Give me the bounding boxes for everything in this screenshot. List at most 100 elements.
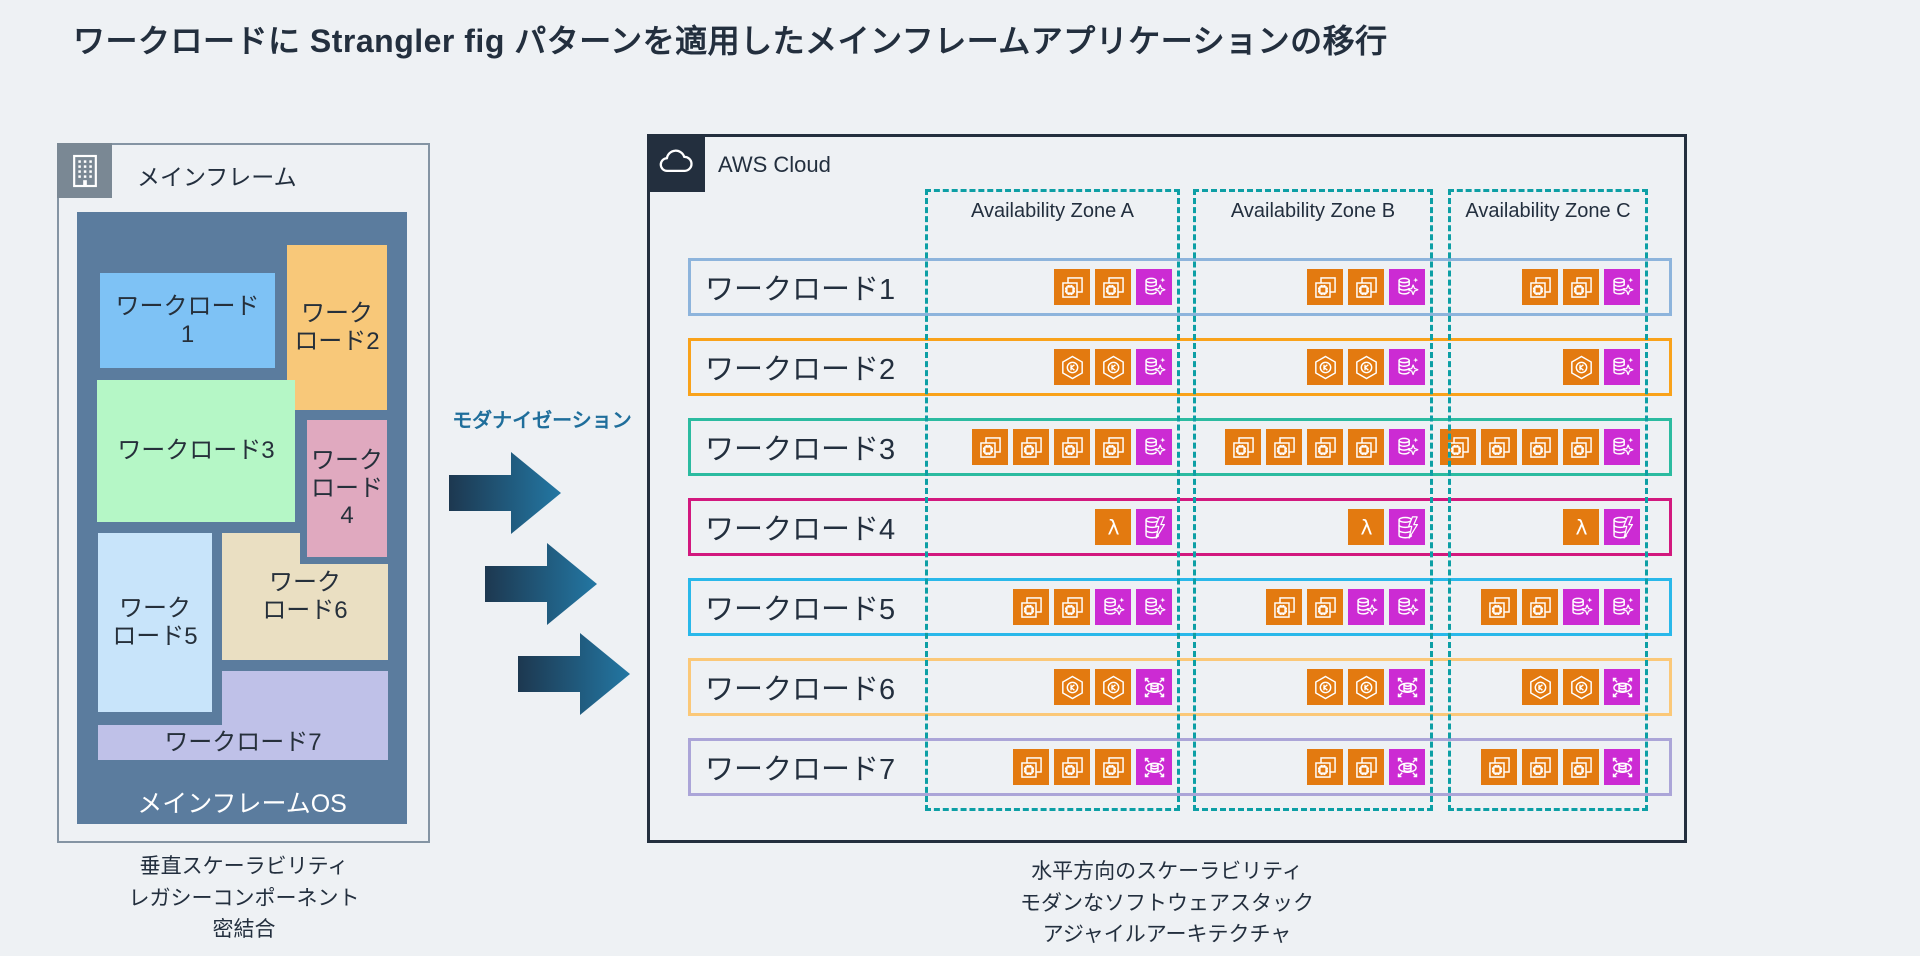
lambda-icon bbox=[1095, 509, 1131, 545]
availability-zone-label: Availability Zone B bbox=[1230, 200, 1396, 222]
ec2-icon bbox=[1095, 429, 1131, 465]
ec2-icon bbox=[1348, 429, 1384, 465]
zone-a-cell bbox=[925, 421, 1180, 473]
workload-row-1: ワークロード1 bbox=[688, 258, 1672, 316]
mainframe-workload-2: ワーク ロード2 bbox=[287, 245, 387, 410]
eks-icon bbox=[1095, 669, 1131, 705]
database-sparkle-icon bbox=[1389, 429, 1425, 465]
database-sparkle-icon bbox=[1136, 269, 1172, 305]
ec2-icon bbox=[1522, 269, 1558, 305]
zone-c-cell bbox=[1440, 421, 1648, 473]
ec2-icon bbox=[1563, 429, 1599, 465]
zone-b-cell bbox=[1193, 261, 1433, 313]
mainframe-workload-7 bbox=[222, 671, 388, 725]
ec2-icon bbox=[1054, 749, 1090, 785]
lambda-icon bbox=[1348, 509, 1384, 545]
ec2-icon bbox=[1054, 589, 1090, 625]
database-sparkle-icon bbox=[1604, 429, 1640, 465]
database-scaling-icon bbox=[1604, 669, 1640, 705]
database-sparkle-icon bbox=[1604, 269, 1640, 305]
database-sparkle-icon bbox=[1604, 349, 1640, 385]
database-sparkle-icon bbox=[1563, 589, 1599, 625]
eks-icon bbox=[1348, 349, 1384, 385]
ec2-icon bbox=[1563, 749, 1599, 785]
eks-icon bbox=[1563, 349, 1599, 385]
workload-row-label: ワークロード5 bbox=[705, 594, 896, 626]
right-arrow-icon bbox=[449, 452, 561, 534]
ec2-icon bbox=[1266, 429, 1302, 465]
workload-row-label: ワークロード1 bbox=[705, 274, 896, 306]
zone-c-cell bbox=[1448, 581, 1648, 633]
mainframe-box: メインフレーム ワークロード 1 ワーク ロード2 ワークロード3 ワーク ロー… bbox=[57, 143, 430, 843]
zone-a-cell bbox=[925, 741, 1180, 793]
ec2-icon bbox=[1522, 429, 1558, 465]
dynamodb-icon bbox=[1604, 509, 1640, 545]
database-sparkle-icon bbox=[1136, 589, 1172, 625]
ec2-icon bbox=[1054, 269, 1090, 305]
ec2-icon bbox=[1307, 749, 1343, 785]
ec2-icon bbox=[1440, 429, 1476, 465]
database-sparkle-icon bbox=[1348, 589, 1384, 625]
ec2-icon bbox=[1095, 269, 1131, 305]
ec2-icon bbox=[1522, 749, 1558, 785]
database-sparkle-icon bbox=[1389, 269, 1425, 305]
lambda-icon bbox=[1563, 509, 1599, 545]
workload-row-6: ワークロード6 bbox=[688, 658, 1672, 716]
workload-row-5: ワークロード5 bbox=[688, 578, 1672, 636]
ec2-icon bbox=[1522, 589, 1558, 625]
workload-row-label: ワークロード6 bbox=[705, 674, 896, 706]
zone-c-cell bbox=[1448, 741, 1648, 793]
zone-c-cell bbox=[1448, 261, 1648, 313]
database-sparkle-icon bbox=[1389, 349, 1425, 385]
mainframe-os-box: ワークロード 1 ワーク ロード2 ワークロード3 ワーク ロード6 ワーク ロ… bbox=[77, 212, 407, 824]
right-arrow-icon bbox=[485, 543, 597, 625]
database-scaling-icon bbox=[1136, 669, 1172, 705]
eks-icon bbox=[1348, 669, 1384, 705]
mainframe-workload-5: ワーク ロード5 bbox=[98, 533, 212, 712]
zone-a-cell bbox=[925, 341, 1180, 393]
zone-a-cell bbox=[925, 661, 1180, 713]
dynamodb-icon bbox=[1136, 509, 1172, 545]
zone-b-cell bbox=[1193, 661, 1433, 713]
database-sparkle-icon bbox=[1136, 349, 1172, 385]
database-scaling-icon bbox=[1136, 749, 1172, 785]
ec2-icon bbox=[972, 429, 1008, 465]
dynamodb-icon bbox=[1389, 509, 1425, 545]
zone-b-cell bbox=[1193, 341, 1433, 393]
eks-icon bbox=[1095, 349, 1131, 385]
mainframe-workload-3: ワークロード3 bbox=[97, 380, 295, 522]
zone-a-cell bbox=[925, 581, 1180, 633]
cloud-icon bbox=[655, 142, 697, 184]
ec2-icon bbox=[1481, 749, 1517, 785]
aws-cloud-label: AWS Cloud bbox=[718, 152, 831, 177]
availability-zone-label: Availability Zone C bbox=[1465, 200, 1631, 222]
database-sparkle-icon bbox=[1136, 429, 1172, 465]
mainframe-workload-6: ワーク ロード6 bbox=[222, 533, 388, 660]
modernization-label: モダナイゼーション bbox=[452, 410, 632, 432]
ec2-icon bbox=[1307, 269, 1343, 305]
eks-icon bbox=[1054, 669, 1090, 705]
workload-row-label: ワークロード7 bbox=[705, 754, 896, 786]
zone-b-cell bbox=[1193, 581, 1433, 633]
zone-a-cell bbox=[925, 261, 1180, 313]
workload-row-label: ワークロード2 bbox=[705, 354, 896, 386]
ec2-icon bbox=[1348, 269, 1384, 305]
ec2-icon bbox=[1481, 589, 1517, 625]
mainframe-label: メインフレーム bbox=[137, 164, 297, 190]
workload-row-2: ワークロード2 bbox=[688, 338, 1672, 396]
database-scaling-icon bbox=[1604, 749, 1640, 785]
eks-icon bbox=[1307, 349, 1343, 385]
ec2-icon bbox=[1563, 269, 1599, 305]
ec2-icon bbox=[1307, 589, 1343, 625]
database-sparkle-icon bbox=[1604, 589, 1640, 625]
database-scaling-icon bbox=[1389, 669, 1425, 705]
zone-c-cell bbox=[1448, 501, 1648, 553]
zone-b-cell bbox=[1193, 741, 1433, 793]
workload-row-label: ワークロード3 bbox=[705, 434, 896, 466]
right-arrow-icon bbox=[518, 633, 630, 715]
zone-b-cell bbox=[1193, 421, 1433, 473]
mainframe-os-label: メインフレームOS bbox=[137, 790, 347, 818]
workload-row-label: ワークロード4 bbox=[705, 514, 896, 546]
ec2-icon bbox=[1348, 749, 1384, 785]
zone-a-cell bbox=[925, 501, 1180, 553]
